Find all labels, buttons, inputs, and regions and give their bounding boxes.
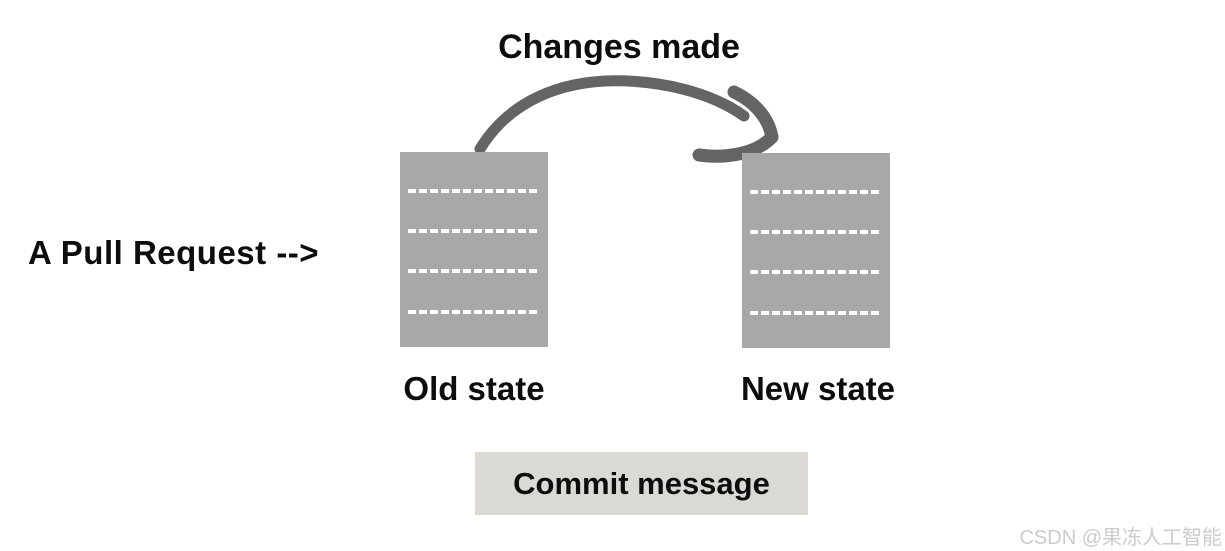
old-state-label: Old state <box>403 370 545 407</box>
commit-message-box: Commit message <box>475 452 808 515</box>
new-state-document <box>742 153 890 348</box>
dashed-text-line <box>408 229 540 233</box>
changes-made-label: Changes made <box>498 28 740 66</box>
dashed-text-line <box>750 230 882 234</box>
dashed-text-line <box>408 189 540 193</box>
arrowhead-upper-arm <box>727 85 779 144</box>
dashed-text-line <box>750 311 882 315</box>
csdn-watermark: CSDN @果冻人工智能 <box>1019 527 1222 549</box>
arrow-shaft <box>474 75 750 155</box>
pull-request-label: A Pull Request --> <box>28 234 320 271</box>
old-state-document <box>400 152 548 347</box>
dashed-text-line <box>750 190 882 194</box>
dashed-text-line <box>408 269 540 273</box>
new-state-label: New state <box>740 370 896 407</box>
dashed-text-line <box>408 310 540 314</box>
dashed-text-line <box>750 270 882 274</box>
commit-message-label: Commit message <box>513 465 770 501</box>
